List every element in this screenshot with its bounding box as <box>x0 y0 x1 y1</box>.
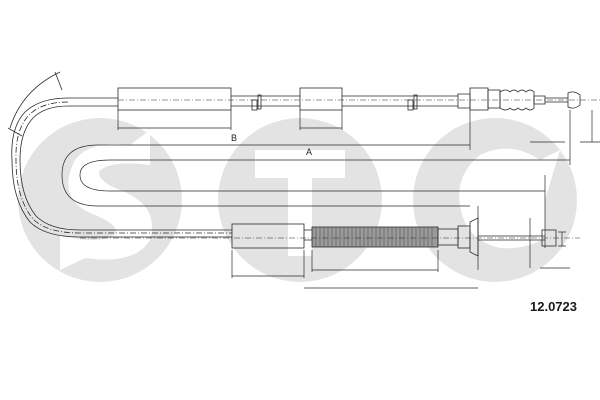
upper-cable <box>7 71 600 238</box>
dimension-label-a: A <box>306 147 313 157</box>
dimension-label-b: B <box>231 133 238 143</box>
dimension-lines <box>61 110 600 289</box>
part-number: 12.0723 <box>530 299 577 314</box>
lower-cable <box>80 217 580 257</box>
